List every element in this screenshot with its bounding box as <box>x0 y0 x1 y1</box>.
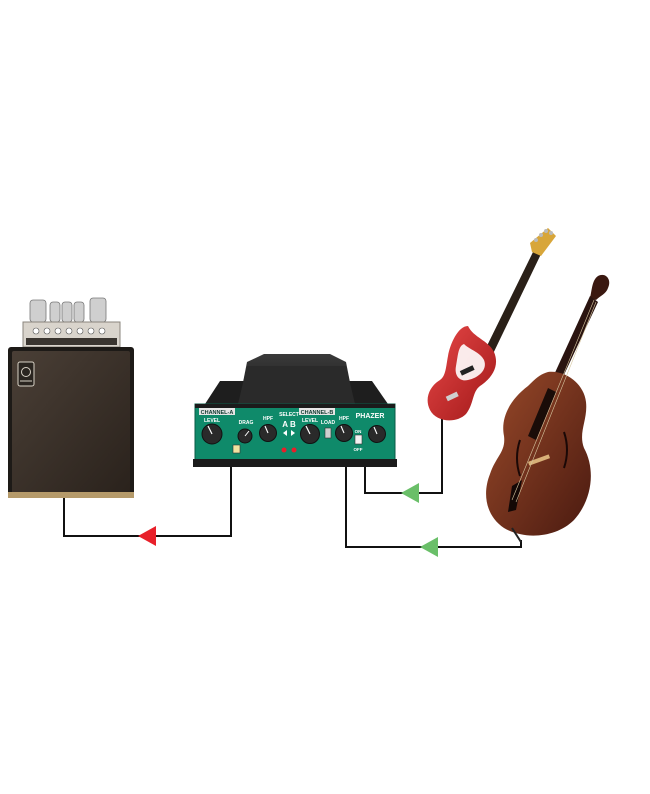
select-left-arrow-icon <box>283 430 287 436</box>
upright-bass <box>486 274 610 543</box>
channel-a-switch[interactable] <box>232 444 241 454</box>
select-right-arrow-icon <box>291 430 295 436</box>
amp-logo-badge <box>17 361 35 387</box>
led-b <box>291 447 297 453</box>
upright-bass-input-arrow <box>420 537 438 557</box>
select-ab-label: A B <box>282 420 296 429</box>
power-switch[interactable] <box>354 434 363 445</box>
amp-grille <box>12 351 130 494</box>
level-a-label: LEVEL <box>204 418 220 424</box>
on-label: ON <box>355 429 362 434</box>
amp-output-arrow <box>138 526 156 546</box>
electric-bass-neck <box>482 250 541 360</box>
brand-label: PHAZER <box>356 413 385 420</box>
level-b-label: LEVEL <box>302 418 318 424</box>
hpf-b-label: HPF <box>339 416 349 422</box>
channel-a-tab <box>199 408 235 415</box>
load-label: LOAD <box>321 420 336 426</box>
led-a <box>281 447 287 453</box>
electric-bass-headstock <box>530 228 556 256</box>
hpf-a-label: HPF <box>263 416 273 422</box>
electric-bass <box>427 228 556 421</box>
off-label: OFF <box>354 447 363 452</box>
channel-b-tab <box>299 408 335 415</box>
bass-amplifier <box>8 297 134 498</box>
upright-bass-body <box>486 371 591 536</box>
phazer-pedal: CHANNEL-A LEVEL DRAG HPF SELECT A B CHAN… <box>193 354 397 467</box>
amp-tubes <box>29 297 107 323</box>
channel-b-label: CHANNEL-B <box>301 410 334 416</box>
amp-head-knobs <box>32 327 106 335</box>
electric-bass-input-arrow <box>401 483 419 503</box>
upright-bass-scroll <box>590 274 610 300</box>
select-label: SELECT <box>279 412 299 418</box>
drag-label: DRAG <box>239 420 254 426</box>
channel-a-label: CHANNEL-A <box>201 410 234 416</box>
load-switch[interactable] <box>324 427 332 439</box>
